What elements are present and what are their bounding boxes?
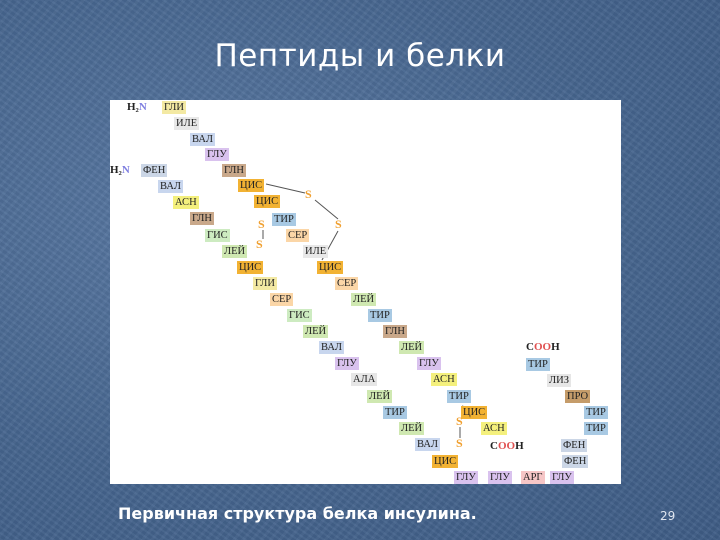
chain_b-residue-12: ВАЛ bbox=[319, 341, 345, 354]
bond-line-2 bbox=[314, 199, 339, 220]
chain-b-n-terminus: H₂N bbox=[110, 164, 130, 176]
chain_a-residue-6: ЦИС bbox=[238, 179, 265, 192]
chain_a-residue-9: СЕР bbox=[286, 229, 310, 242]
chain_b-residue-21: ГЛУ bbox=[488, 471, 512, 484]
chain_b-residue-23: ГЛУ bbox=[550, 471, 574, 484]
sulfur-atom-5: S bbox=[456, 414, 463, 428]
chain_a-residue-17: ГЛУ bbox=[417, 357, 441, 370]
chain_a-residue-7: ЦИС bbox=[254, 195, 281, 208]
sulfur-atom-6: S bbox=[456, 436, 463, 450]
sulfur-atom-2: S bbox=[335, 217, 342, 231]
sulfur-atom-3: S bbox=[258, 217, 265, 231]
chain_a-residue-2: ИЛЕ bbox=[174, 117, 200, 130]
chain_b-residue-4: ГЛН bbox=[190, 212, 214, 225]
chain_b-residue-5: ГИС bbox=[205, 229, 230, 242]
chain_a-residue-5: ГЛН bbox=[222, 164, 246, 177]
chain_b-residue-1: ФЕН bbox=[141, 164, 168, 177]
chain_a-residue-1: ГЛИ bbox=[162, 101, 186, 114]
chain_a-residue-20: ЦИС bbox=[461, 406, 488, 419]
chain_b-residue-19: ЦИС bbox=[432, 455, 459, 468]
chain_a-residue-10: ИЛЕ bbox=[303, 245, 329, 258]
page-number: 29 bbox=[660, 509, 676, 523]
chain_b-residue-20: ГЛУ bbox=[454, 471, 478, 484]
chain_a-residue-3: ВАЛ bbox=[190, 133, 216, 146]
chain_a-residue-16: ЛЕЙ bbox=[399, 341, 425, 354]
chain_a-residue-4: ГЛУ bbox=[205, 148, 229, 161]
chain-a-c-terminus: COOH bbox=[490, 440, 524, 452]
chain_b-residue-30: ТИР bbox=[526, 358, 550, 371]
chain_b-residue-15: ЛЕЙ bbox=[367, 390, 393, 403]
chain_b-residue-16: ТИР bbox=[383, 406, 407, 419]
chain_b-residue-17: ЛЕЙ bbox=[399, 422, 425, 435]
chain_b-residue-25: ФЕН bbox=[561, 439, 588, 452]
sulfur-atom-1: S bbox=[305, 187, 312, 201]
chain_a-residue-18: АСН bbox=[431, 373, 457, 386]
disulfide-bonds bbox=[262, 183, 483, 438]
chain_b-residue-8: ГЛИ bbox=[253, 277, 277, 290]
chain_b-residue-14: АЛА bbox=[351, 373, 378, 386]
chain_b-residue-3: АСН bbox=[173, 196, 199, 209]
chain_a-residue-8: ТИР bbox=[272, 213, 296, 226]
slide-caption: Первичная структура белка инсулина. bbox=[118, 504, 477, 523]
bond-line-1 bbox=[265, 183, 306, 194]
chain_a-residue-19: ТИР bbox=[447, 390, 471, 403]
sulfur-atom-4: S bbox=[256, 237, 263, 251]
chain_a-residue-12: СЕР bbox=[335, 277, 359, 290]
chain_b-residue-24: ФЕН bbox=[562, 455, 589, 468]
chain_b-residue-29: ЛИЗ bbox=[547, 374, 571, 387]
chain_b-residue-28: ПРО bbox=[565, 390, 591, 403]
chain_a-residue-21: АСН bbox=[481, 422, 507, 435]
chain_b-residue-2: ВАЛ bbox=[158, 180, 184, 193]
chain-b-c-terminus: COOH bbox=[526, 341, 560, 353]
slide-title: Пептиды и белки bbox=[214, 38, 506, 74]
chain_b-residue-10: ГИС bbox=[287, 309, 312, 322]
chain_a-residue-13: ЛЕЙ bbox=[351, 293, 377, 306]
chain-a-n-terminus: H₂N bbox=[127, 101, 147, 113]
chain_b-residue-22: АРГ bbox=[521, 471, 545, 484]
chain_a-residue-11: ЦИС bbox=[317, 261, 344, 274]
chain_a-residue-15: ГЛН bbox=[383, 325, 407, 338]
chain_b-residue-13: ГЛУ bbox=[335, 357, 359, 370]
chain_b-residue-26: ТИР bbox=[584, 422, 608, 435]
chain_b-residue-18: ВАЛ bbox=[415, 438, 441, 451]
chain_b-residue-7: ЦИС bbox=[237, 261, 264, 274]
chain_b-residue-9: СЕР bbox=[270, 293, 294, 306]
chain_a-residue-14: ТИР bbox=[368, 309, 392, 322]
chain_b-residue-6: ЛЕЙ bbox=[222, 245, 248, 258]
insulin-structure-diagram: H₂N ГЛИ ИЛЕ ВАЛ ГЛУ ГЛН ЦИС ЦИС ТИР СЕР ИЛЕ ЦИС СЕР Л… bbox=[110, 100, 621, 484]
chain_b-residue-11: ЛЕЙ bbox=[303, 325, 329, 338]
chain_b-residue-27: ТИР bbox=[584, 406, 608, 419]
